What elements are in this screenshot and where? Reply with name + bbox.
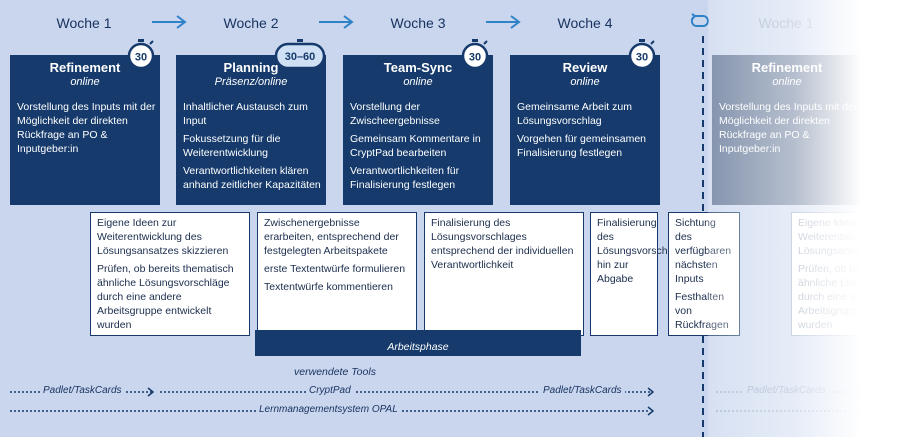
card-line: Fokussetzung für die Weiterentwicklung [183, 133, 281, 159]
work-line: Prüfen, ob bereits thematisch ähnliche L… [97, 263, 234, 331]
work-line: Sichtung des verfügbaren nächsten Inputs [675, 217, 732, 285]
timer-value: 30–60 [285, 51, 316, 63]
arrow-right-icon [486, 15, 521, 29]
stopwatch-icon: 30 [461, 39, 489, 70]
card-title: Refinement [751, 60, 823, 75]
card-review: Review online Gemeinsame Arbeit zum Lösu… [510, 55, 660, 205]
card-team-sync: Team-Sync online Vorstellung der Zwische… [343, 55, 493, 205]
card-refinement: Refinement online Vorstellung des Inputs… [10, 55, 160, 205]
card-line: Vorstellung des Inputs mit der Möglichke… [17, 101, 156, 155]
tool-padlet-next: Padlet/TaskCards [744, 385, 829, 396]
work-line: Eigene Ideen zur Weiterentwicklung des L… [97, 217, 229, 257]
card-title: Planning [223, 60, 279, 75]
work-line: Festhalten von Rückfragen [675, 291, 729, 331]
tool-padlet: Padlet/TaskCards [540, 385, 625, 396]
card-planning: Planning Präsenz/online Inhaltlicher Aus… [176, 55, 326, 205]
tool-cryptpad: CryptPad [306, 385, 354, 396]
card-line: Vorgehen für gemeinsamen Finalisierung f… [517, 133, 646, 159]
work-box-2: Zwischenergebnisse erarbeiten, entsprech… [257, 212, 417, 336]
card-subtitle: online [570, 76, 600, 88]
card-line: Gemeinsam Kommentare in CryptPad bearbei… [350, 133, 481, 159]
work-box-5: Sichtung des verfügbaren nächsten Inputs… [668, 212, 740, 336]
card-line: Verantwortlichkeiten klären anhand zeitl… [183, 165, 321, 191]
work-box-next: Eigene Ideen zur Weiterentwicklung des L… [791, 212, 900, 336]
stopwatch-icon: 30–60 [274, 39, 326, 70]
card-subtitle: online [772, 76, 802, 88]
tool-padlet: Padlet/TaskCards [40, 385, 125, 396]
tool-line-next-2 [716, 410, 896, 412]
work-line: Zwischenergebnisse erarbeiten, entsprech… [264, 217, 399, 257]
stopwatch-icon: 30 [127, 39, 155, 70]
week-4-label: Woche 4 [557, 15, 613, 31]
week-1-next-label: Woche 1 [758, 15, 814, 31]
stopwatch-icon: 30 [628, 39, 656, 70]
card-line: Vorstellung der Zwischeergebnisse [350, 101, 440, 127]
card-title: Team-Sync [383, 60, 453, 75]
timer-value: 30 [135, 52, 147, 64]
work-line: Finalisierung des Lösungsvorschlags hin … [597, 217, 687, 285]
arrow-right-icon [319, 15, 354, 29]
work-line: erste Textentwürfe formulieren [264, 263, 406, 275]
card-title: Refinement [49, 60, 121, 75]
timer-value: 30 [469, 52, 481, 64]
work-line: Prüfen, ob bereits thematisch ähnliche L… [798, 263, 900, 331]
arrow-right-icon [152, 15, 187, 29]
card-subtitle: online [403, 76, 433, 88]
work-line: Eigene Ideen zur Weiterentwicklung des L… [798, 217, 900, 257]
work-box-4: Finalisierung des Lösungsvorschlags hin … [590, 212, 687, 336]
work-line: Textentwürfe kommentieren [264, 281, 393, 293]
card-subtitle: Präsenz/online [214, 76, 288, 88]
week-3-label: Woche 3 [390, 15, 446, 31]
tool-opal: Lernmanagementsystem OPAL [256, 404, 401, 415]
card-line: Vorstellung des Inputs mit der Möglichke… [719, 101, 858, 155]
card-line: Inhaltlicher Austausch zum Input [183, 101, 308, 127]
week-2-label: Woche 2 [223, 15, 279, 31]
card-title: Review [562, 60, 608, 75]
week-1-label: Woche 1 [56, 15, 112, 31]
cycle-icon [690, 13, 709, 27]
work-line: Finalisierung des Lösungsvorschlages ent… [431, 217, 574, 271]
card-line: Verantwortlichkeiten für Finalisierung f… [350, 165, 460, 191]
work-box-3: Finalisierung des Lösungsvorschlages ent… [424, 212, 584, 336]
work-box-1: Eigene Ideen zur Weiterentwicklung des L… [90, 212, 250, 336]
card-subtitle: online [70, 76, 100, 88]
tools-label: verwendete Tools [294, 366, 376, 378]
phase-label: Arbeitsphase [387, 341, 449, 353]
card-refinement-next: Refinement online Vorstellung des Inputs… [712, 55, 862, 205]
card-line: Gemeinsame Arbeit zum Lösungsvorschlag [517, 101, 632, 127]
cycle-separator [702, 36, 704, 437]
timer-value: 30 [636, 52, 648, 64]
phase-bar: Arbeitsphase [255, 330, 581, 356]
